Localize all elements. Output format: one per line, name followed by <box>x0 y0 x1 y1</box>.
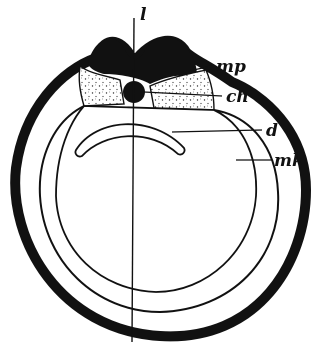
label-mp: mp <box>216 57 246 77</box>
label-mk: mk <box>274 151 304 171</box>
label-ch: ch <box>226 87 249 107</box>
label-axis: l <box>140 5 147 25</box>
label-d: d <box>266 121 278 141</box>
